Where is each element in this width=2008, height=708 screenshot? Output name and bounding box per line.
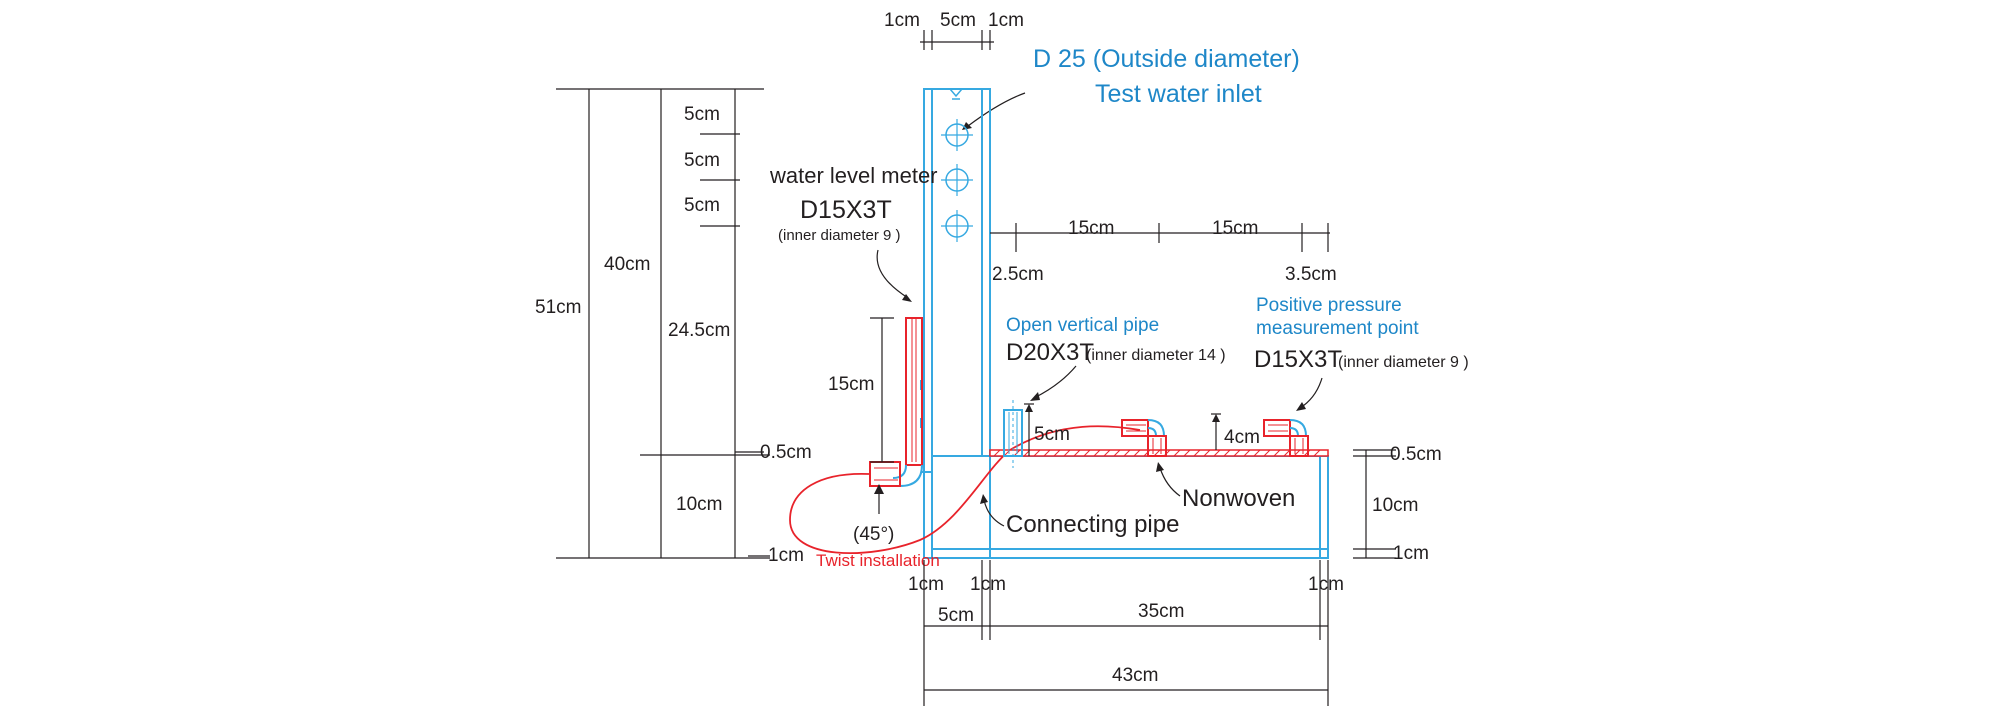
left-0-5cm-label: 0.5cm: [760, 442, 812, 463]
right-dimension-lines: [1353, 449, 1396, 559]
wlm-15cm-dimension: [870, 317, 894, 463]
ovp-leader-arrow: [1030, 392, 1040, 401]
vertical-column: [923, 88, 991, 559]
top-1cm-right-label: 1cm: [988, 10, 1024, 31]
connecting-pipe-label: Connecting pipe: [1006, 511, 1179, 538]
right-1cm-label: 1cm: [1393, 543, 1429, 564]
ppm-title-line-1: Positive pressure: [1256, 295, 1402, 316]
wlm-title: water level meter: [769, 163, 938, 188]
wlm-spec: D15X3T: [800, 196, 892, 224]
top-width-dimension: [920, 30, 994, 50]
nonwoven-label: Nonwoven: [1182, 485, 1295, 512]
top-right-15cm-label-a: 15cm: [1068, 218, 1114, 239]
wlm-leader-arrow: [902, 294, 912, 302]
ppm-leader-arrow: [1296, 402, 1306, 411]
angle-45-label: (45°): [853, 524, 894, 545]
left-24-5cm-label: 24.5cm: [668, 320, 730, 341]
left-10cm-label: 10cm: [676, 494, 722, 515]
right-3-5cm-label: 3.5cm: [1285, 264, 1337, 285]
left-5cm-label-3: 5cm: [684, 195, 720, 216]
connecting-pipe-leader: [983, 499, 1005, 527]
ovp-leader: [1033, 365, 1077, 399]
left-dimension-lines: [556, 88, 770, 559]
inlet-port-1: [941, 119, 973, 151]
bottom-35cm-label: 35cm: [1138, 601, 1184, 622]
bottom-1cm-label-a: 1cm: [908, 574, 944, 595]
angle-arrow-head: [874, 484, 884, 494]
positive-pressure-pipe: [1263, 419, 1309, 457]
bottom-1cm-label-b: 1cm: [970, 574, 1006, 595]
bottom-1cm-label-c: 1cm: [1308, 574, 1344, 595]
connecting-pipe-leader-arrow: [980, 494, 988, 504]
ovp-title: Open vertical pipe: [1006, 315, 1159, 336]
left-40cm-label: 40cm: [604, 254, 650, 275]
ovp-5cm-label: 5cm: [1034, 424, 1070, 445]
right-10cm-label: 10cm: [1372, 495, 1418, 516]
open-vertical-pipe: [1003, 400, 1023, 468]
wlm-inner-diameter: (inner diameter 9 ): [778, 227, 901, 244]
ovp-spec: D20X3T: [1006, 339, 1094, 366]
inlet-title: D 25 (Outside diameter): [1033, 45, 1300, 73]
left-2-5cm-label: 2.5cm: [992, 264, 1044, 285]
inlet-leader: [967, 92, 1026, 127]
ppm-inner-diameter: (inner diameter 9 ): [1338, 354, 1469, 371]
nonwoven-leader-arrow: [1156, 462, 1164, 472]
left-5cm-label-2: 5cm: [684, 150, 720, 171]
top-right-dimension: [990, 223, 1330, 252]
twist-connecting-curve: [789, 425, 1141, 555]
right-0-5cm-label: 0.5cm: [1390, 444, 1442, 465]
ppm-title-line-2: measurement point: [1256, 318, 1419, 339]
left-51cm-label: 51cm: [535, 297, 581, 318]
wlm-15cm-label: 15cm: [828, 374, 874, 395]
top-right-15cm-label-b: 15cm: [1212, 218, 1258, 239]
wlm-leader: [876, 249, 909, 299]
bottom-5cm-label: 5cm: [938, 605, 974, 626]
ppm-spec: D15X3T: [1254, 346, 1342, 373]
bottom-dimension-lines: [923, 560, 1329, 706]
ppm-4cm-dimension: [1211, 413, 1221, 450]
nonwoven-leader: [1159, 467, 1181, 497]
top-1cm-left-label: 1cm: [884, 10, 920, 31]
twist-installation-label: Twist installation: [816, 551, 940, 570]
middle-elbow-pipe: [1121, 419, 1167, 457]
left-5cm-label-1: 5cm: [684, 104, 720, 125]
bottom-43cm-label: 43cm: [1112, 665, 1158, 686]
water-level-meter-tube: [869, 317, 932, 487]
inlet-subtitle: Test water inlet: [1095, 80, 1262, 108]
ovp-5cm-dimension: [1024, 403, 1034, 456]
inlet-port-3: [941, 210, 973, 242]
inlet-port-2: [941, 164, 973, 196]
ppm-4cm-label: 4cm: [1224, 427, 1260, 448]
top-5cm-label: 5cm: [940, 10, 976, 31]
ppm-leader: [1299, 377, 1323, 409]
ovp-inner-diameter: (inner diameter 14 ): [1086, 347, 1226, 364]
left-1cm-label: 1cm: [768, 545, 804, 566]
